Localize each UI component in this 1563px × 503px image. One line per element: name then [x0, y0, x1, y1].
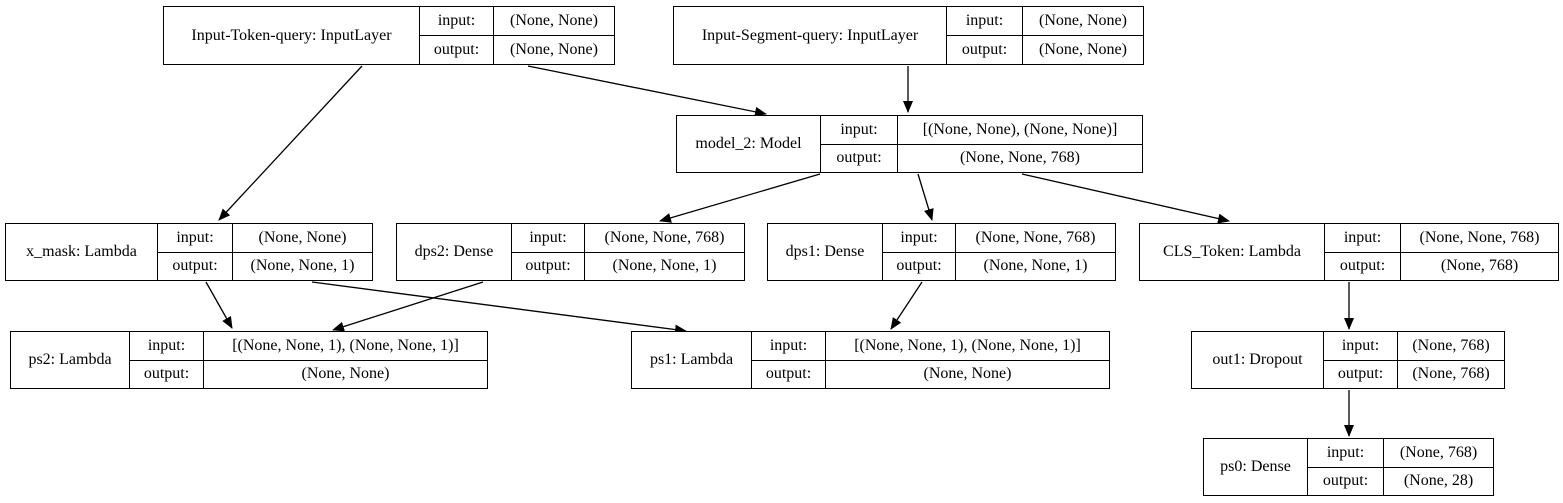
input-label: input: — [420, 7, 494, 35]
node-name: model_2: Model — [677, 116, 821, 172]
input-shape: (None, None, 768) — [1419, 228, 1540, 246]
node-input-token-query: Input-Token-query: InputLayer input: (No… — [163, 6, 615, 65]
input-shape: (None, None, 768) — [604, 228, 725, 246]
output-shape: (None, None, 768) — [960, 149, 1080, 167]
output-shape: (None, None, 1) — [983, 257, 1088, 275]
input-shape: (None, None, 768) — [975, 228, 1096, 246]
output-shape: (None, None) — [510, 41, 598, 58]
input-shape: (None, None) — [1039, 12, 1127, 29]
node-name: Input-Token-query: InputLayer — [164, 7, 420, 64]
input-label: input: — [158, 224, 233, 252]
input-label: input: — [130, 332, 204, 360]
edge-model_2-to-cls_token — [1021, 173, 1230, 224]
edge-x_mask-to-ps1 — [311, 281, 687, 335]
input-shape: [(None, None), (None, None)] — [922, 120, 1118, 138]
input-shape: [(None, None, 1), (None, None, 1)] — [854, 336, 1081, 354]
output-label: output: — [947, 36, 1023, 64]
node-dps1: dps1: Dense input: (None, None, 768) out… — [767, 223, 1116, 281]
node-name: x_mask: Lambda — [6, 224, 158, 280]
output-shape: (None, None) — [923, 365, 1012, 383]
input-label: input: — [883, 224, 956, 252]
node-name: dps1: Dense — [768, 224, 883, 280]
node-ps0: ps0: Dense input: (None, 768) output: (N… — [1203, 438, 1494, 496]
output-shape: (None, 28) — [1403, 472, 1474, 490]
node-x-mask: x_mask: Lambda input: (None, None) outpu… — [5, 223, 373, 281]
node-model-2: model_2: Model input: [(None, None), (No… — [676, 115, 1143, 173]
input-label: input: — [947, 7, 1023, 35]
input-shape: (None, None) — [258, 228, 347, 246]
input-label: input: — [821, 116, 898, 144]
output-shape: (None, None, 1) — [250, 257, 355, 275]
node-name: ps2: Lambda — [11, 332, 130, 388]
edge-dps1-to-ps1 — [890, 281, 923, 330]
output-label: output: — [883, 252, 956, 280]
node-name: dps2: Dense — [397, 224, 512, 280]
input-shape: (None, 768) — [1399, 443, 1478, 461]
input-shape: [(None, None, 1), (None, None, 1)] — [232, 336, 459, 354]
output-label: output: — [158, 252, 233, 280]
edge-input_token-to-model_2 — [527, 65, 767, 117]
output-shape: (None, None) — [301, 365, 390, 383]
node-ps2: ps2: Lambda input: [(None, None, 1), (No… — [10, 331, 488, 389]
input-shape: (None, 768) — [1412, 336, 1490, 354]
node-name: CLS_Token: Lambda — [1140, 224, 1325, 280]
node-name: out1: Dropout — [1192, 332, 1324, 388]
output-label: output: — [420, 36, 494, 64]
output-label: output: — [1324, 360, 1398, 388]
input-label: input: — [1324, 332, 1398, 360]
input-label: input: — [1325, 224, 1401, 252]
edge-model_2-to-dps1 — [917, 173, 934, 221]
node-name: ps0: Dense — [1204, 439, 1308, 495]
edge-input_token-to-x_mask — [218, 65, 363, 221]
node-cls-token: CLS_Token: Lambda input: (None, None, 76… — [1139, 223, 1559, 281]
node-name: ps1: Lambda — [632, 332, 752, 388]
node-name: Input-Segment-query: InputLayer — [674, 7, 947, 64]
edge-x_mask-to-ps2 — [205, 281, 233, 329]
output-label: output: — [130, 360, 204, 388]
node-ps1: ps1: Lambda input: [(None, None, 1), (No… — [631, 331, 1110, 389]
input-label: input: — [1308, 439, 1384, 467]
input-shape: (None, None) — [510, 12, 598, 29]
output-label: output: — [752, 360, 826, 388]
edge-dps2-to-ps2 — [332, 281, 484, 332]
input-label: input: — [512, 224, 585, 252]
output-shape: (None, None) — [1039, 41, 1127, 58]
node-input-segment-query: Input-Segment-query: InputLayer input: (… — [673, 6, 1144, 65]
output-label: output: — [512, 252, 585, 280]
output-label: output: — [821, 144, 898, 172]
node-out1: out1: Dropout input: (None, 768) output:… — [1191, 331, 1505, 389]
node-dps2: dps2: Dense input: (None, None, 768) out… — [396, 223, 745, 281]
output-label: output: — [1308, 467, 1384, 495]
output-label: output: — [1325, 252, 1401, 280]
output-shape: (None, 768) — [1412, 365, 1490, 383]
input-label: input: — [752, 332, 826, 360]
output-shape: (None, None, 1) — [612, 257, 717, 275]
edge-model_2-to-dps2 — [659, 173, 821, 223]
output-shape: (None, 768) — [1440, 257, 1519, 275]
